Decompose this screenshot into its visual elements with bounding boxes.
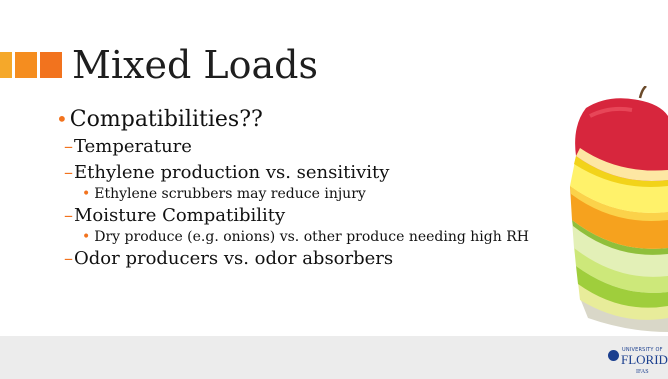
bullet-dot-icon: • <box>82 229 91 245</box>
bullet-list: •Compatibilities?? –Temperature –Ethylen… <box>56 104 576 272</box>
bullet-text: Dry produce (e.g. onions) vs. other prod… <box>94 229 529 245</box>
dash-icon: – <box>64 136 73 157</box>
bullet-text: Compatibilities?? <box>69 107 263 132</box>
bullet-item: •Compatibilities?? <box>56 104 576 134</box>
top-band <box>0 0 668 10</box>
slide-title: Mixed Loads <box>72 43 318 87</box>
title-row: Mixed Loads <box>0 42 318 88</box>
sub-bullet-item: –Temperature <box>64 134 576 160</box>
bullet-dot-icon: • <box>56 107 68 131</box>
logo-sub-text: IFAS <box>636 369 649 375</box>
dash-icon: – <box>64 162 73 183</box>
bullet-text: Ethylene production vs. sensitivity <box>74 162 390 183</box>
bullet-text: Ethylene scrubbers may reduce injury <box>94 186 366 202</box>
title-marker-icon <box>0 52 12 78</box>
bullet-text: Moisture Compatibility <box>74 205 286 226</box>
sub-bullet-item: –Moisture Compatibility <box>64 203 576 229</box>
sub-bullet-item: –Ethylene production vs. sensitivity <box>64 160 576 186</box>
bullet-text: Temperature <box>74 136 192 157</box>
sliced-fruit-image <box>570 86 668 332</box>
footer-band <box>0 336 668 379</box>
bullet-dot-icon: • <box>82 186 91 202</box>
bullet-text: Odor producers vs. odor absorbers <box>74 248 394 269</box>
sub-sub-bullet-item: •Dry produce (e.g. onions) vs. other pro… <box>82 229 572 246</box>
sub-sub-bullet-item: •Ethylene scrubbers may reduce injury <box>82 186 572 203</box>
title-marker-icon <box>40 52 62 78</box>
logo-small-text: UNIVERSITY OF <box>622 347 663 353</box>
logo-main-text: FLORIDA <box>621 352 668 367</box>
title-marker-icon <box>15 52 37 78</box>
uf-ifas-logo: UNIVERSITY OF FLORIDA IFAS <box>608 347 668 379</box>
sub-bullet-item: –Odor producers vs. odor absorbers <box>64 246 576 272</box>
dash-icon: – <box>64 205 73 226</box>
seal-icon <box>608 350 619 361</box>
dash-icon: – <box>64 248 73 269</box>
